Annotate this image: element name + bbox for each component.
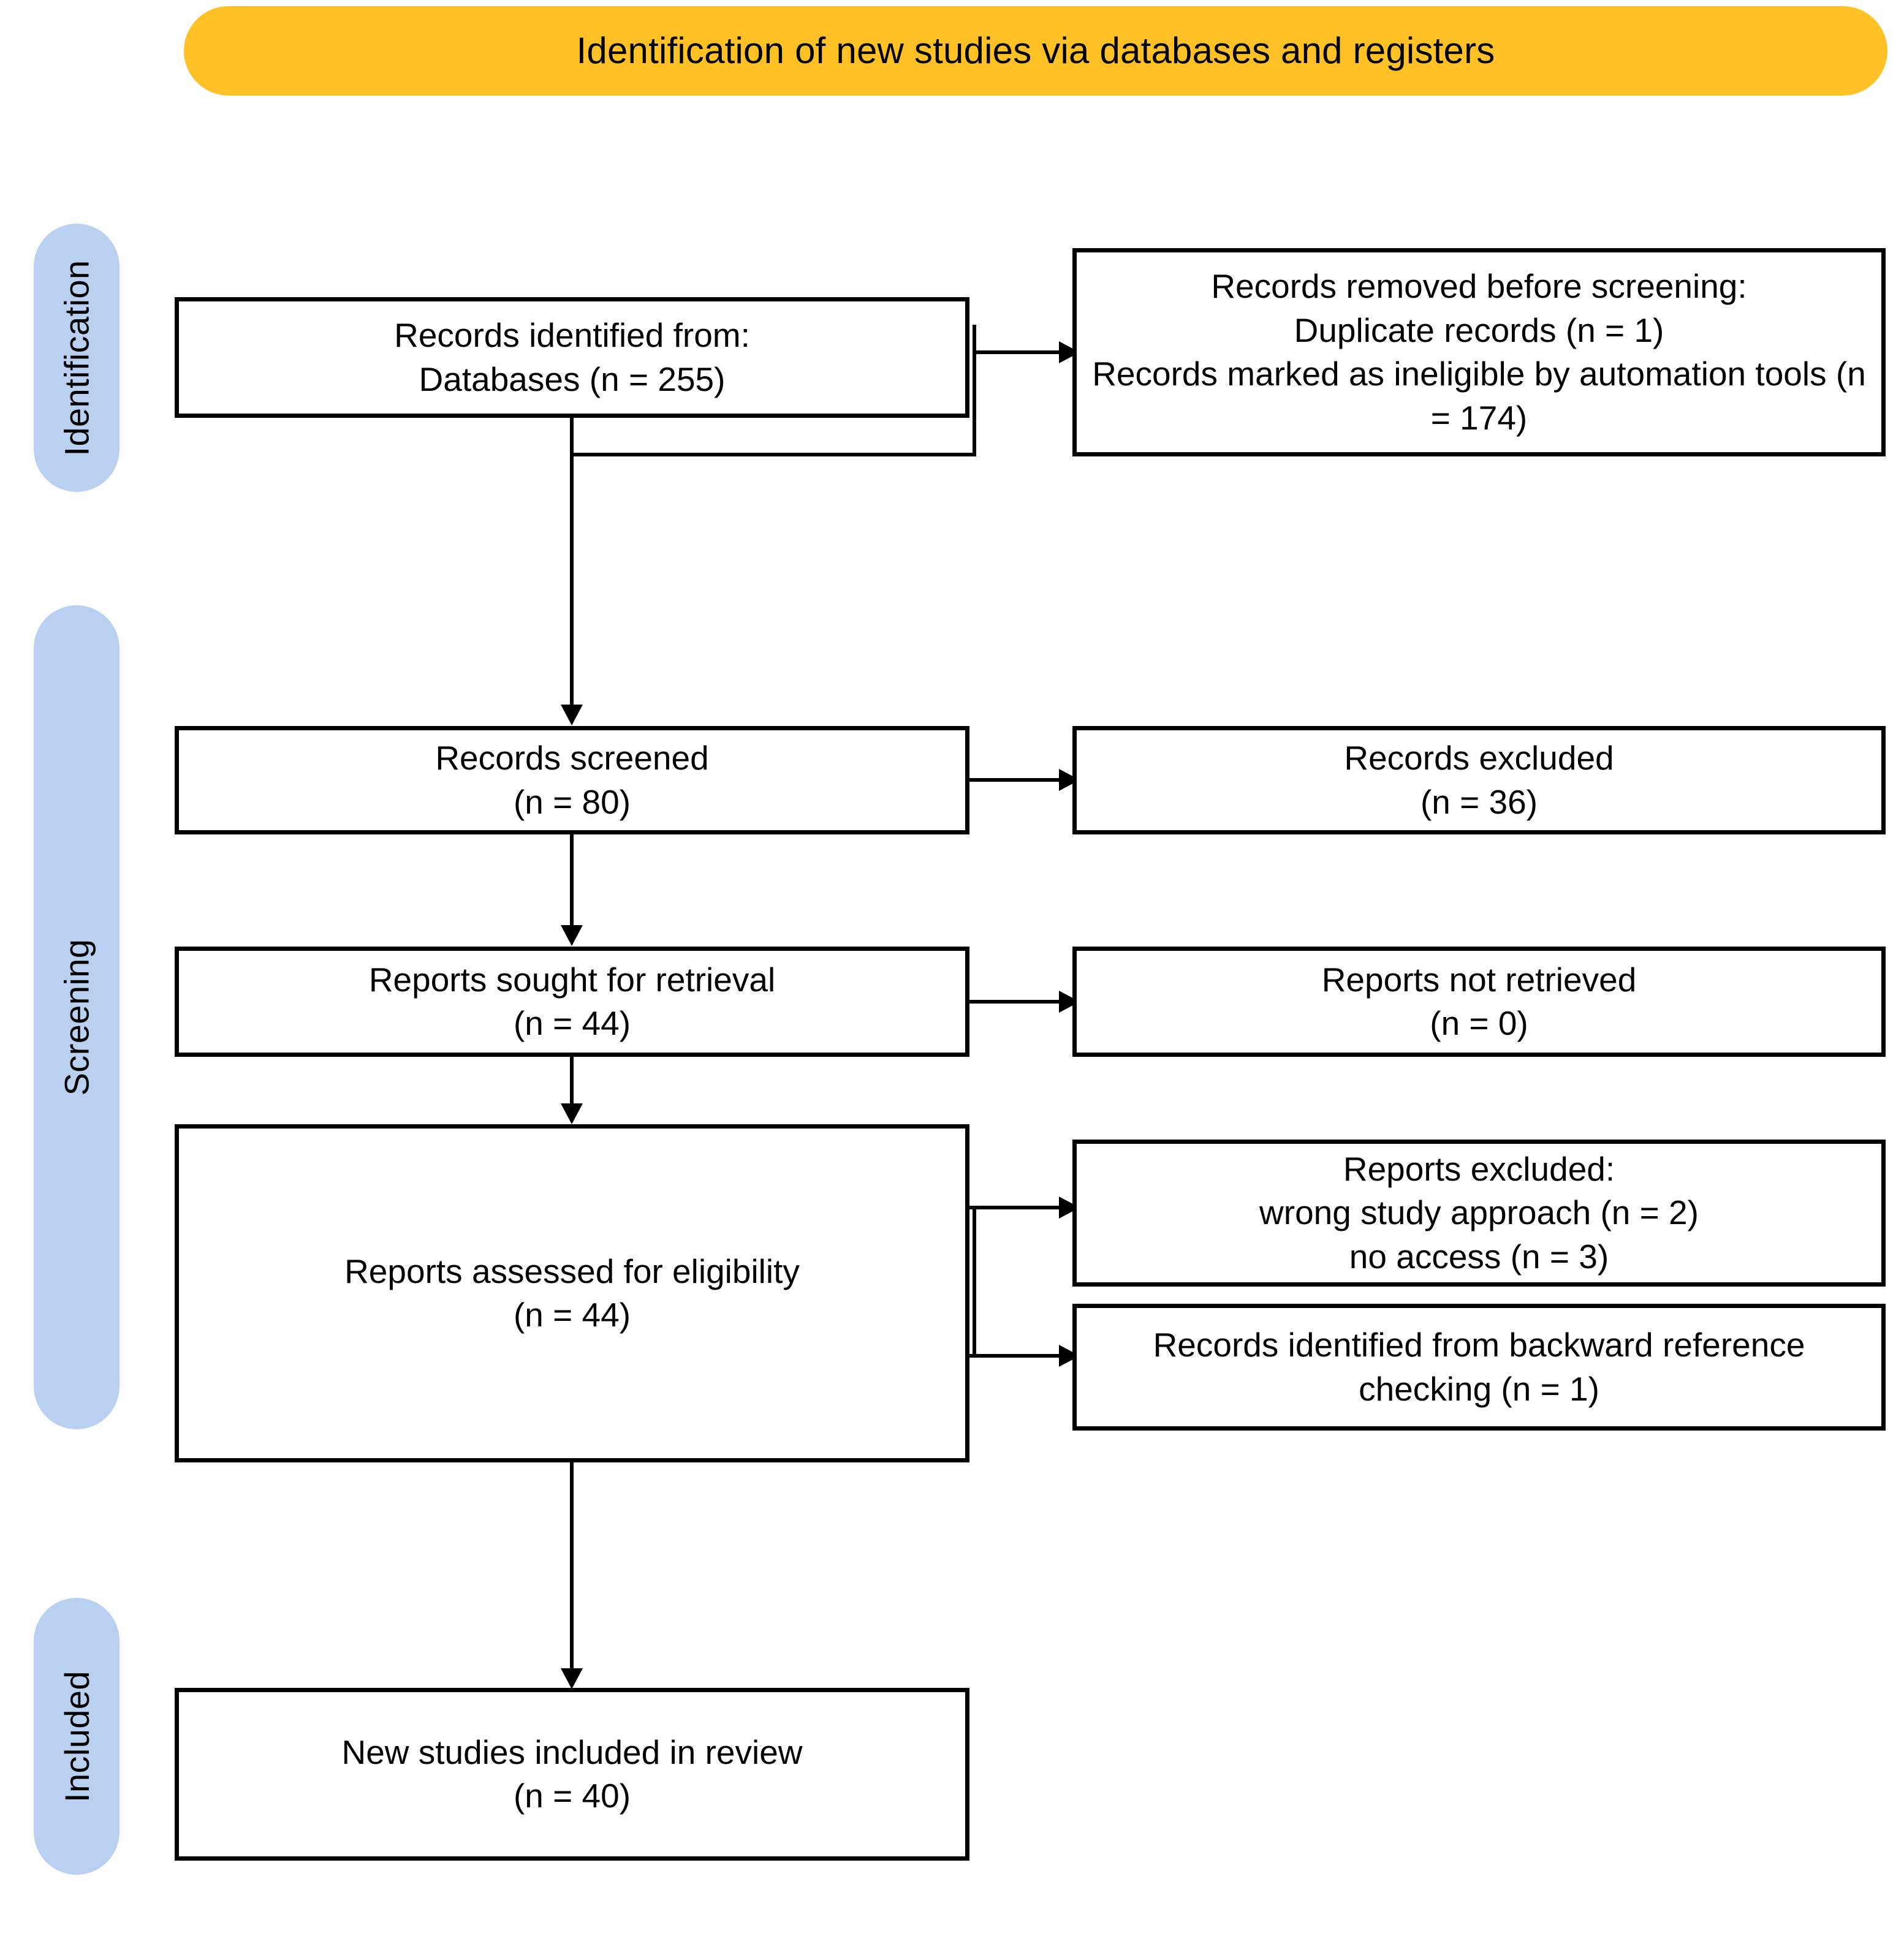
box-new-studies-included-in-review: New studies included in review (n = 40) <box>175 1688 969 1861</box>
connector-identified-to-removed-line <box>974 350 1060 354</box>
box-records-screened: Records screened (n = 80) <box>175 726 969 834</box>
box-text-records-excluded: Records excluded (n = 36) <box>1344 739 1614 821</box>
box-reports-assessed-for-eligibility: Reports assessed for eligibility (n = 44… <box>175 1124 969 1462</box>
box-text-records-removed-before-screening: Records removed before screening: Duplic… <box>1092 267 1866 437</box>
stage-pill-screening: Screening <box>34 605 119 1429</box>
connector-sought-to-notretrieved <box>969 1000 1060 1004</box>
arrow-identified-to-screened <box>561 705 583 725</box>
box-text-new-studies-included-in-review: New studies included in review (n = 40) <box>341 1733 803 1815</box>
connector-assessed-to-reports-excluded <box>969 1206 1060 1209</box>
connector-assessed-to-included <box>570 1462 574 1671</box>
connector-identified-trunk <box>973 325 976 456</box>
arrow-assessed-to-included <box>561 1668 583 1689</box>
box-text-reports-assessed-for-eligibility: Reports assessed for eligibility (n = 44… <box>344 1252 800 1334</box>
diagram-header-banner: Identification of new studies via databa… <box>184 6 1887 96</box>
box-reports-sought-for-retrieval: Reports sought for retrieval (n = 44) <box>175 947 969 1057</box>
box-text-reports-sought-for-retrieval: Reports sought for retrieval (n = 44) <box>368 960 776 1043</box>
stage-pill-included: Included <box>34 1598 119 1875</box>
stage-label-identification: Identification <box>57 259 96 456</box>
box-text-reports-excluded: Reports excluded: wrong study approach (… <box>1259 1149 1699 1276</box>
connector-identified-trunk-base <box>570 453 974 456</box>
box-text-records-identified-from: Records identified from: Databases (n = … <box>394 316 750 398</box>
box-records-identified-from: Records identified from: Databases (n = … <box>175 297 969 418</box>
stage-pill-identification: Identification <box>34 224 119 492</box>
box-records-removed-before-screening: Records removed before screening: Duplic… <box>1072 248 1886 456</box>
box-text-records-screened: Records screened (n = 80) <box>435 739 709 821</box>
connector-screened-to-sought <box>570 834 574 926</box>
arrow-sought-to-assessed <box>561 1103 583 1124</box>
connector-assessed-branch-trunk <box>973 1206 976 1358</box>
box-text-reports-not-retrieved: Reports not retrieved (n = 0) <box>1321 960 1637 1043</box>
arrow-screened-to-sought <box>561 925 583 946</box>
box-text-backward-reference-checking: Records identified from backward referen… <box>1153 1326 1805 1408</box>
connector-identified-to-screened <box>570 418 574 706</box>
connector-sought-to-assessed <box>570 1057 574 1105</box>
connector-assessed-to-backward <box>969 1354 1060 1358</box>
box-records-excluded: Records excluded (n = 36) <box>1072 726 1886 834</box>
box-records-identified-from-backward-reference-checking: Records identified from backward referen… <box>1072 1304 1886 1431</box>
stage-label-screening: Screening <box>57 939 96 1096</box>
box-reports-excluded: Reports excluded: wrong study approach (… <box>1072 1140 1886 1287</box>
connector-screened-to-excluded <box>969 778 1060 782</box>
diagram-title: Identification of new studies via databa… <box>576 30 1495 71</box>
stage-label-included: Included <box>57 1670 96 1802</box>
box-reports-not-retrieved: Reports not retrieved (n = 0) <box>1072 947 1886 1057</box>
